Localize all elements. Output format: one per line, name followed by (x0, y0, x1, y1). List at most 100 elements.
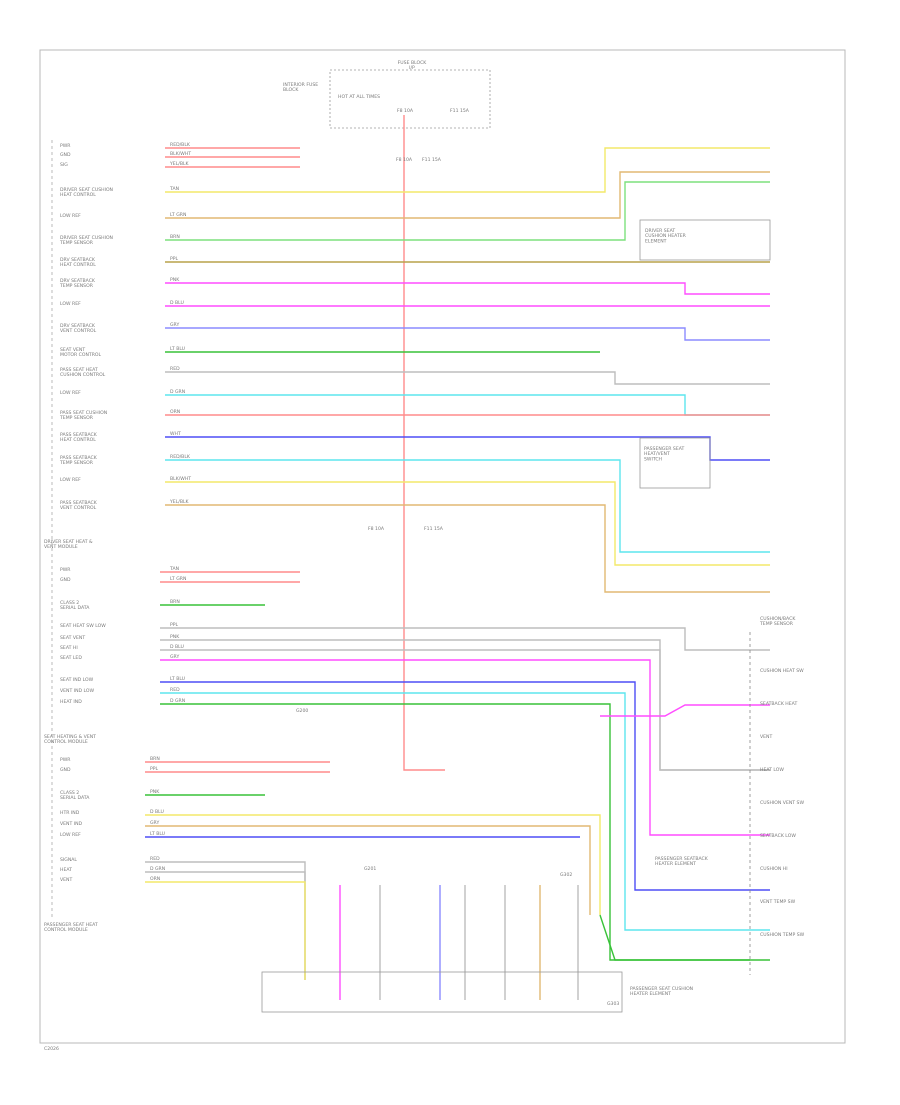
right-stack-item-5: SEATBACK LOW (760, 833, 796, 839)
upper-wire-code-13: ORN (170, 409, 180, 415)
middle-pin-label-6: SEAT LED (60, 655, 82, 661)
upper-wire-5 (165, 181, 770, 241)
upper-wire-14 (165, 436, 770, 461)
fuse-block-outline (329, 69, 491, 129)
lower-pin-label-3: HTR IND (60, 810, 80, 816)
middle-pin-label-9: HEAT IND (60, 699, 82, 705)
lower-wire-code-3: D BLU (150, 809, 164, 815)
passenger-switch-box (639, 437, 711, 489)
fuse-f11-label: F11 15A (450, 108, 470, 114)
ground-label-0: G200 (296, 708, 308, 714)
left-module-upper-label: DRIVER SEAT HEAT &VENT MODULE (44, 539, 93, 550)
upper-wire-7 (165, 282, 770, 295)
driver-cushion-heater-box (639, 219, 771, 261)
middle-wire-code-4: PNK (170, 634, 180, 640)
upper-pin-label-1: GND (60, 152, 71, 158)
ground-label-3: G303 (607, 1001, 619, 1007)
upper-wire-code-6: PPL (170, 256, 179, 262)
upper-wire-12 (165, 394, 770, 416)
middle-wire-7 (160, 681, 770, 891)
middle-pin-label-7: SEAT IND LOW (60, 677, 94, 683)
lower-pin-label-1: GND (60, 767, 71, 773)
upper-wire-code-3: TAN (169, 186, 179, 192)
upper-wire-code-10: LT BLU (170, 346, 185, 352)
lower-pin-label-7: HEAT (60, 867, 72, 873)
bottom-heater-box (261, 971, 623, 1013)
upper-pin-label-2: SIG (60, 162, 68, 168)
lower-wire-6 (145, 861, 306, 980)
right-stack-item-4: CUSHION VENT SW (760, 800, 804, 806)
middle-wire-3 (160, 627, 770, 651)
upper-wire-code-4: LT GRN (170, 212, 186, 218)
lower-wire-code-7: D GRN (150, 866, 165, 872)
upper-wire-16 (165, 481, 770, 566)
middle-wire-code-6: GRY (170, 654, 179, 660)
right-stack-item-3: HEAT LOW (760, 767, 784, 773)
upper-wire-9 (165, 327, 770, 341)
upper-pin-label-0: PWR (60, 143, 71, 149)
upper-pin-label-4: LOW REF (60, 213, 81, 219)
lower-wire-code-4: GRY (150, 820, 159, 826)
middle-wire-code-3: PPL (170, 622, 179, 628)
upper-wire-code-0: RED/BLK (170, 142, 191, 148)
lower-pin-label-4: VENT IND (60, 821, 83, 827)
bottom-right-wire (599, 914, 750, 961)
upper-wire-code-15: RED/BLK (170, 454, 191, 460)
footer-left-label: C2026 (44, 1046, 59, 1052)
upper-pin-label-12: LOW REF (60, 390, 81, 396)
upper-wire-code-16: BLK/WHT (170, 476, 191, 482)
middle-pin-label-0: PWR (60, 567, 71, 573)
power-feed-wire (403, 115, 445, 771)
label-layer: DRIVER SEAT HEAT &VENT MODULE SEAT HEATIN… (44, 60, 805, 1007)
lower-wire-code-8: ORN (150, 876, 160, 882)
lower-pin-label-5: LOW REF (60, 832, 81, 838)
lower-wire-code-0: BRN (150, 756, 160, 762)
wire-layer (51, 69, 771, 1013)
lower-wire-code-2: PNK (150, 789, 160, 795)
lower-wire-code-5: LT BLU (150, 831, 165, 837)
fuse-tag-1: F11 15A (422, 157, 442, 163)
right-stack-item-6: CUSHION HI (760, 866, 788, 872)
lower-pin-label-6: SIGNAL (60, 857, 77, 863)
middle-wire-code-7: LT BLU (170, 676, 185, 682)
upper-wire-15 (165, 459, 770, 553)
middle-wire-code-8: RED (170, 687, 180, 693)
lower-pin-label-8: VENT (60, 877, 72, 883)
right-stack-item-2: VENT (760, 734, 772, 740)
lower-pin-label-0: PWR (60, 757, 71, 763)
diagram-frame (39, 49, 846, 1044)
upper-wire-code-2: YEL/BLK (169, 161, 190, 167)
middle-wire-6 (160, 659, 770, 836)
middle-pin-label-5: SEAT HI (60, 645, 78, 651)
lower-wire-code-1: PPL (150, 766, 159, 772)
middle-pin-label-3: SEAT HEAT SW LOW (60, 623, 106, 629)
fuse-f8-label: F8 10A (397, 108, 414, 114)
upper-wire-4 (165, 171, 770, 219)
middle-pin-label-1: GND (60, 577, 71, 583)
hot-at-all-times-label: HOT AT ALL TIMES (338, 94, 380, 100)
ground-label-1: G201 (364, 866, 376, 872)
middle-wire-code-9: D GRN (170, 698, 185, 704)
upper-wire-code-1: BLK/WHT (170, 151, 191, 157)
lower-wire-code-6: RED (150, 856, 160, 862)
right-stack-item-0: CUSHION HEAT SW (760, 668, 804, 674)
upper-pin-label-8: LOW REF (60, 301, 81, 307)
